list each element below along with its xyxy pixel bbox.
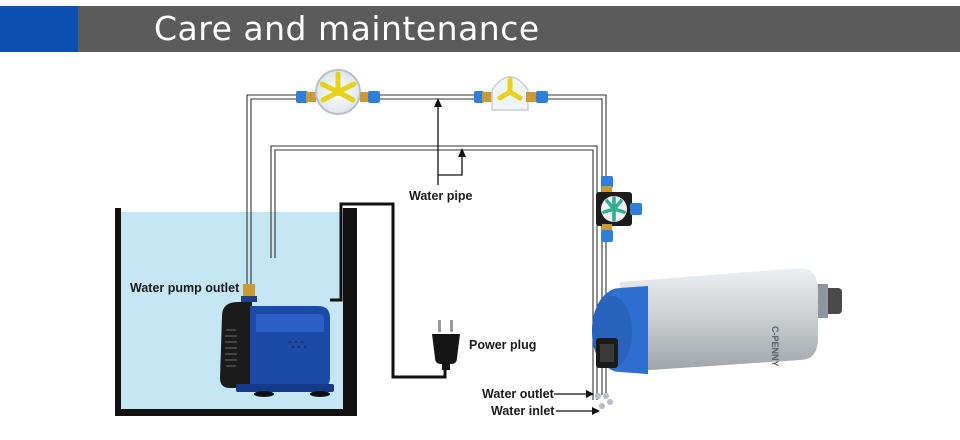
arrowhead-right-2 [592,407,600,415]
flow-meter-icon [474,76,548,111]
water-pipe-pointer [437,101,463,185]
arrowhead-right-1 [586,390,594,398]
header-bar: Care and maintenance [0,6,960,52]
arrowhead-up-2 [458,148,466,157]
label-power-plug: Power plug [469,338,537,352]
spindle-brand: C-PENNY [770,326,780,367]
arrowhead-up-1 [434,98,442,107]
outlet-inlet-pointers [554,393,596,412]
power-cable [330,202,447,379]
flow-meter-icon [596,176,642,242]
label-water-pipe: Water pipe [409,189,473,203]
pump-icon [220,284,334,397]
water-pipes [246,94,607,400]
label-water-outlet: Water outlet [482,387,554,401]
header-accent [0,6,78,52]
spindle-motor-icon: C-PENNY [592,268,842,409]
page-title: Care and maintenance [154,9,540,48]
power-plug-icon [432,320,460,370]
flow-meter-icon [296,69,380,115]
label-water-inlet: Water inlet [491,404,555,418]
label-water-pump-outlet: Water pump outlet [130,281,240,295]
